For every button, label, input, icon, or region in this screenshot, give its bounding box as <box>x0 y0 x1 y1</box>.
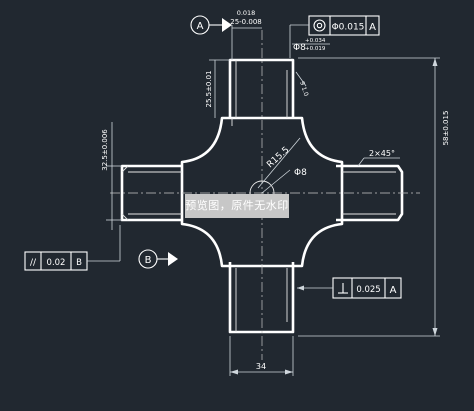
fcf-perpendicularity: 0.025 A <box>297 277 402 299</box>
watermark-banner: 预览图，原件无水印 <box>185 194 289 218</box>
datum-b-label: B <box>145 255 152 266</box>
chamfer-label: 2×45° <box>369 149 395 158</box>
hole-callout: Φ8 <box>261 168 307 194</box>
fcf-parallelism: // 0.02 B <box>24 225 121 271</box>
fcf-concentricity: Φ0.015 A <box>289 15 380 58</box>
hole-label: Φ8 <box>294 168 307 178</box>
fcf-perp-tolerance: 0.025 <box>356 285 380 295</box>
fcf-perp-datum: A <box>390 285 397 296</box>
left-vertical-dimension: 32.5±0.006 <box>101 122 122 230</box>
vertical-25-label: 25.5±0.01 <box>205 70 213 107</box>
top-dia8-lower: +0.019 <box>305 46 326 52</box>
fcf-parallel-datum: B <box>76 258 82 268</box>
top-dia8-upper: +0.034 <box>305 38 326 44</box>
chamfer-callout: 2×45° <box>357 149 400 167</box>
offset-value: 25-0.008 <box>230 18 261 26</box>
top-dia8-label: Φ8 <box>293 43 306 53</box>
bottom-width-dimension: 34 <box>229 336 294 376</box>
right-vertical-dimension: 58±0.015 <box>298 57 450 337</box>
fcf-parallel-symbol: // <box>30 258 37 268</box>
datum-b-symbol: B <box>138 249 178 269</box>
right-vertical-label: 58±0.015 <box>442 111 450 146</box>
thread-note: 9 1.0 <box>295 71 310 97</box>
bottom-width-label: 34 <box>256 362 266 371</box>
radius-callout: R15.5 <box>257 137 301 189</box>
radius-label: R15.5 <box>265 145 291 170</box>
top-dia8-dimension: Φ8 +0.034 +0.019 <box>292 38 330 53</box>
thread-note-label: 9 1.0 <box>298 80 309 97</box>
offset-tol-upper: 0.018 <box>237 9 256 17</box>
fcf-top-tolerance: Φ0.015 <box>332 23 365 33</box>
part-outline <box>120 58 404 334</box>
top-offset-dimension: 0.018 25-0.008 <box>230 9 262 29</box>
datum-a-label: A <box>197 21 204 32</box>
vertical-25-dimension: 25.5±0.01 <box>205 59 230 118</box>
fcf-parallel-tolerance: 0.02 <box>47 258 66 268</box>
fcf-top-datum: A <box>369 22 376 33</box>
thread-lines <box>121 60 396 332</box>
datum-a-symbol: A <box>190 15 233 60</box>
left-vertical-label: 32.5±0.006 <box>101 129 109 171</box>
